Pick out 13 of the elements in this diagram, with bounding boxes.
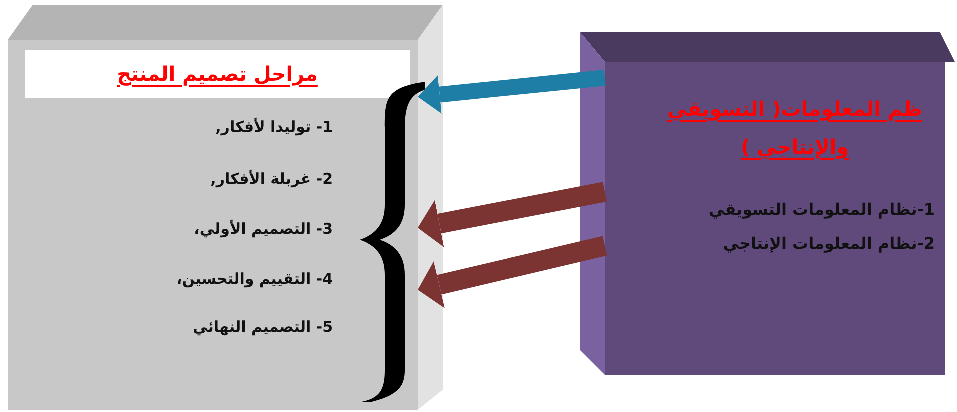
list-item: 4- التقييم والتحسين، (176, 270, 333, 288)
heading: ظم المعلومات( التسويقي والإنتاجي ) (666, 96, 924, 161)
list-item: 2- غربلة الأفكار, (210, 170, 333, 188)
heading: مراحل تصميم المنتج (25, 50, 410, 98)
list-item: 3- التصميم الأولي، (193, 220, 333, 238)
list-item: 5- التصميم النهائي (192, 318, 333, 336)
list-item: 2-نظام المعلومات الإنتاجي (722, 234, 935, 253)
arrow (418, 236, 608, 308)
arrow (418, 70, 606, 114)
list-item: 1-نظام المعلومات التسويقي (708, 200, 935, 219)
arrow (418, 182, 607, 248)
list-item: 1- توليدا لأفكار, (214, 118, 333, 136)
box (605, 62, 945, 375)
